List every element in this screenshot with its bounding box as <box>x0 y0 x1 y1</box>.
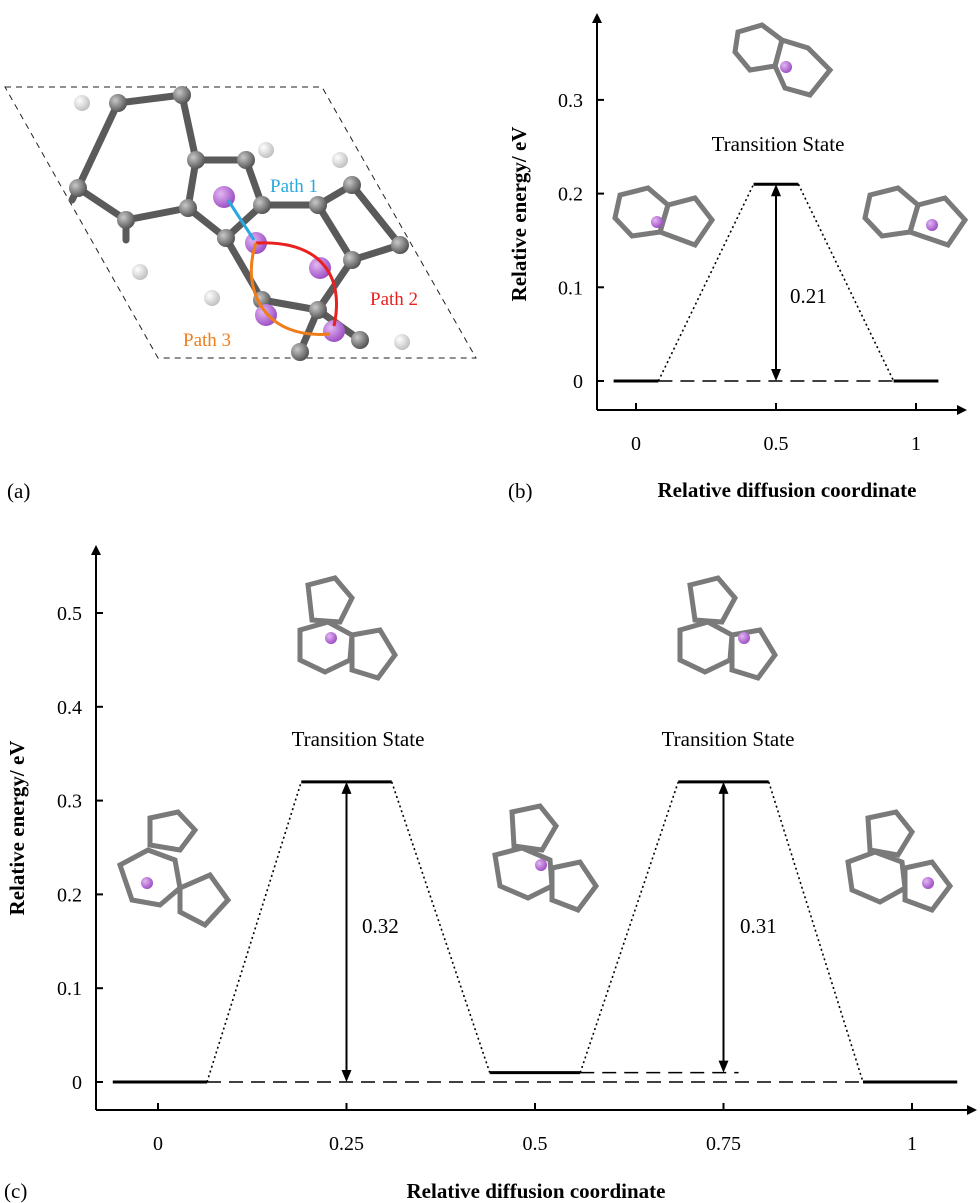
x-tick-label: 1 <box>911 433 921 455</box>
path-3-label: Path 3 <box>183 330 231 351</box>
y-axis-title: Relative energy/ eV <box>5 741 29 916</box>
barrier-arrowhead-top-0 <box>771 184 781 197</box>
transition-state-label: Transition State <box>712 132 845 156</box>
y-tick-label: 0.3 <box>57 791 82 813</box>
path-2-label: Path 2 <box>370 289 418 310</box>
connector-0 <box>657 183 755 382</box>
transition-state-1-label: Transition State <box>292 727 425 751</box>
x-axis-title: Relative diffusion coordinate <box>658 478 917 502</box>
connector-0 <box>206 781 303 1083</box>
y-tick-label: 0.5 <box>57 603 82 625</box>
y-tick-label: 0 <box>72 1072 82 1094</box>
x-tick-label: 1 <box>907 1133 917 1155</box>
molecule-transition-2 <box>677 575 779 681</box>
x-axis-title: Relative diffusion coordinate <box>407 1179 666 1203</box>
x-tick-label: 0.25 <box>329 1133 364 1155</box>
barrier-arrowhead-bottom-0 <box>771 369 781 381</box>
x-tick-label: 0.5 <box>764 433 789 455</box>
panel-c-label: (c) <box>4 1179 27 1203</box>
molecule-transition-1 <box>297 575 399 681</box>
panel-a-label: (a) <box>7 479 30 503</box>
barrier-2-label: 0.31 <box>740 914 777 938</box>
molecule-final <box>845 809 954 913</box>
y-tick-label: 0 <box>573 371 583 393</box>
x-tick-label: 0 <box>631 433 641 455</box>
panel-a: Path 1 Path 2 Path 3 (a) <box>4 86 477 503</box>
barrier-arrowhead-bottom-1 <box>718 1060 729 1073</box>
panel-c: 0 0.1 0.2 0.3 0.4 0.5 0 0.25 0.5 0.75 1 Relative … <box>4 545 977 1203</box>
molecule-middle <box>492 803 600 914</box>
molecule-initial <box>116 809 232 929</box>
barrier-label: 0.21 <box>790 284 827 308</box>
unit-cell-outline <box>4 86 477 359</box>
barrier-arrowhead-bottom-0 <box>341 1070 352 1082</box>
y-tick-label: 0.1 <box>57 978 82 1000</box>
molecule-initial <box>612 185 716 249</box>
molecule-final <box>862 185 969 248</box>
barrier-arrowhead-top-1 <box>718 781 729 794</box>
molecule-transition <box>732 22 834 98</box>
barrier-arrowhead-top-0 <box>341 781 352 794</box>
atoms <box>69 86 410 361</box>
panel-b: 0 0.1 0.2 0.3 0 0.5 1 Relative energy/ eV Rel… <box>507 13 969 503</box>
x-tick-label: 0.5 <box>523 1133 548 1155</box>
y-tick-label: 0.1 <box>558 277 583 299</box>
y-tick-label: 0.2 <box>558 184 583 206</box>
connector-1 <box>390 781 491 1073</box>
connector-2 <box>579 781 680 1073</box>
y-tick-label: 0.2 <box>57 884 82 906</box>
x-tick-label: 0.75 <box>706 1133 741 1155</box>
connector-1 <box>797 183 895 382</box>
transition-state-2-label: Transition State <box>662 727 795 751</box>
path-1-label: Path 1 <box>270 176 318 197</box>
y-tick-label: 0.3 <box>558 90 583 112</box>
path-3-arrow <box>249 242 331 336</box>
path-2-arrow <box>255 241 339 327</box>
y-axis-title: Relative energy/ eV <box>507 127 531 302</box>
x-tick-label: 0 <box>153 1133 163 1155</box>
path-1-arrow <box>226 199 256 241</box>
connector-3 <box>767 781 864 1083</box>
y-tick-label: 0.4 <box>57 697 82 719</box>
barrier-1-label: 0.32 <box>362 914 399 938</box>
panel-b-label: (b) <box>508 479 533 503</box>
